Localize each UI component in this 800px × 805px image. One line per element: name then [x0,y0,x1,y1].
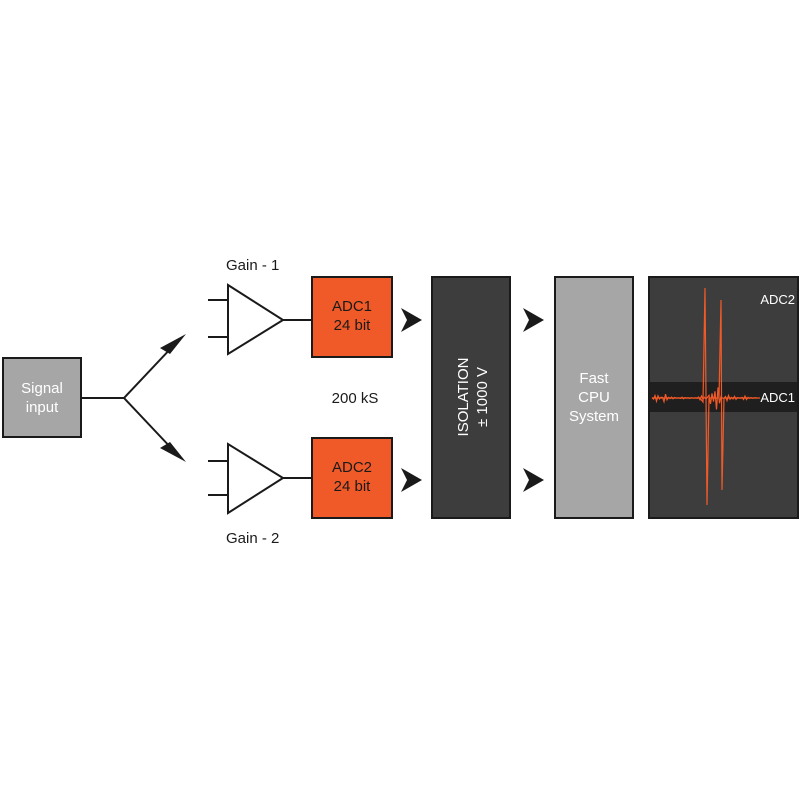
adc1-label-2: 24 bit [334,317,372,334]
adc2-label-2: 24 bit [334,478,372,495]
upper-branch-arrow [160,334,186,354]
adc2-label-1: ADC2 [332,459,372,476]
cpu-box [554,276,634,519]
isolation-box [431,276,511,519]
adc2-block: ADC2 24 bit [311,437,393,519]
lower-branch-line [123,397,175,452]
adc1-label-1: ADC1 [332,298,372,315]
lower-branch-arrow [160,442,186,462]
display-adc2-label: ADC2 [760,292,795,307]
adc1-block: ADC1 24 bit [311,276,393,358]
signal-splitter [81,344,175,452]
amplifier-1 [208,283,312,356]
arrow-adc1-to-isolation [401,308,422,332]
isolation-label-2: ± 1000 V [474,367,491,427]
adc1-box [311,276,393,358]
arrow-isolation-to-cpu-top [523,308,544,332]
arrow-isolation-to-cpu-bottom [523,468,544,492]
arrow-adc2-to-isolation [401,468,422,492]
adc2-waveform [652,287,760,506]
signal-input-label-2: input [26,399,59,416]
cpu-label-1: Fast [579,370,609,387]
signal-input-label-1: Signal [21,380,63,397]
upper-branch-line [123,344,175,399]
cpu-label-2: CPU [578,389,610,406]
signal-input-box [2,357,82,438]
gain-2-label: Gain - 2 [226,530,279,547]
isolation-block: ISOLATION ± 1000 V [431,276,511,519]
cpu-label-3: System [569,408,619,425]
signal-display: ADC2 ADC1 [648,276,799,519]
amplifier-2 [208,442,312,515]
isolation-label-1: ISOLATION [455,358,472,437]
cpu-block: Fast CPU System [554,276,634,519]
amp1-triangle [227,283,285,356]
sample-rate-label: 200 kS [332,390,379,407]
gain-1-label: Gain - 1 [226,257,279,274]
amp2-triangle [227,442,285,515]
display-adc1-label: ADC1 [760,390,795,405]
signal-input-block: Signal input [2,357,82,438]
adc2-box [311,437,393,519]
